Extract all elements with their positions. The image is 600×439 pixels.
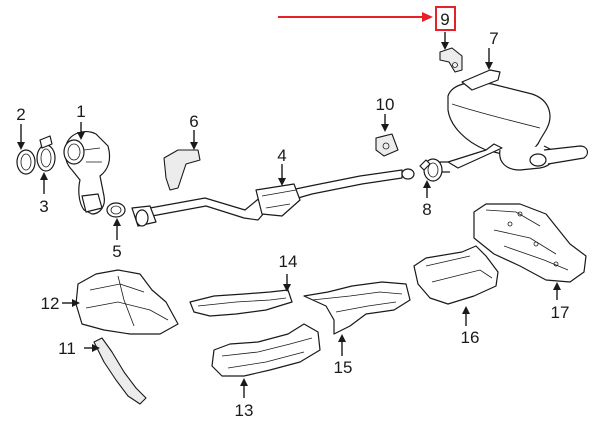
part-14-heat-shield[interactable] — [189, 289, 293, 317]
part-9-hanger[interactable] — [439, 47, 463, 73]
callout-4: 4 — [277, 146, 286, 165]
callout-17: 17 — [551, 303, 570, 322]
callout-9[interactable]: 9 — [440, 10, 449, 29]
part-12-heat-shield[interactable] — [75, 269, 179, 335]
part-5-clamp[interactable] — [106, 202, 157, 227]
callout-16: 16 — [461, 328, 480, 347]
part-4-intermediate-pipe[interactable] — [149, 168, 415, 221]
callout-10: 10 — [376, 95, 395, 114]
part-6-bracket[interactable] — [163, 149, 201, 191]
part-3-clamp[interactable] — [36, 135, 56, 172]
callout-12: 12 — [41, 294, 60, 313]
callout-11: 11 — [58, 339, 76, 358]
highlight-arrow — [278, 12, 433, 22]
callout-2: 2 — [16, 105, 25, 124]
part-1-catalytic-converter[interactable] — [63, 131, 111, 215]
callout-15: 15 — [334, 358, 353, 377]
callout-6: 6 — [189, 112, 198, 131]
part-10-insulator[interactable] — [375, 133, 399, 157]
part-11-bracket[interactable] — [93, 337, 147, 405]
callout-3: 3 — [39, 197, 48, 216]
callout-7: 7 — [489, 29, 498, 48]
leader-lines — [17, 32, 561, 398]
part-2-gasket[interactable] — [16, 149, 36, 175]
callout-13: 13 — [235, 401, 254, 420]
callout-5: 5 — [112, 242, 121, 261]
callout-14: 14 — [279, 252, 298, 271]
callout-8: 8 — [422, 200, 431, 219]
callout-1: 1 — [76, 102, 85, 121]
part-13-heat-shield[interactable] — [211, 323, 321, 377]
part-8-clamp[interactable] — [419, 158, 443, 182]
part-15-heat-shield[interactable] — [303, 281, 411, 335]
part-7-rear-muffler[interactable] — [439, 69, 589, 173]
highlight-box-9 — [435, 6, 456, 31]
part-17-heat-shield[interactable] — [473, 203, 587, 283]
part-16-heat-shield[interactable] — [413, 245, 499, 305]
